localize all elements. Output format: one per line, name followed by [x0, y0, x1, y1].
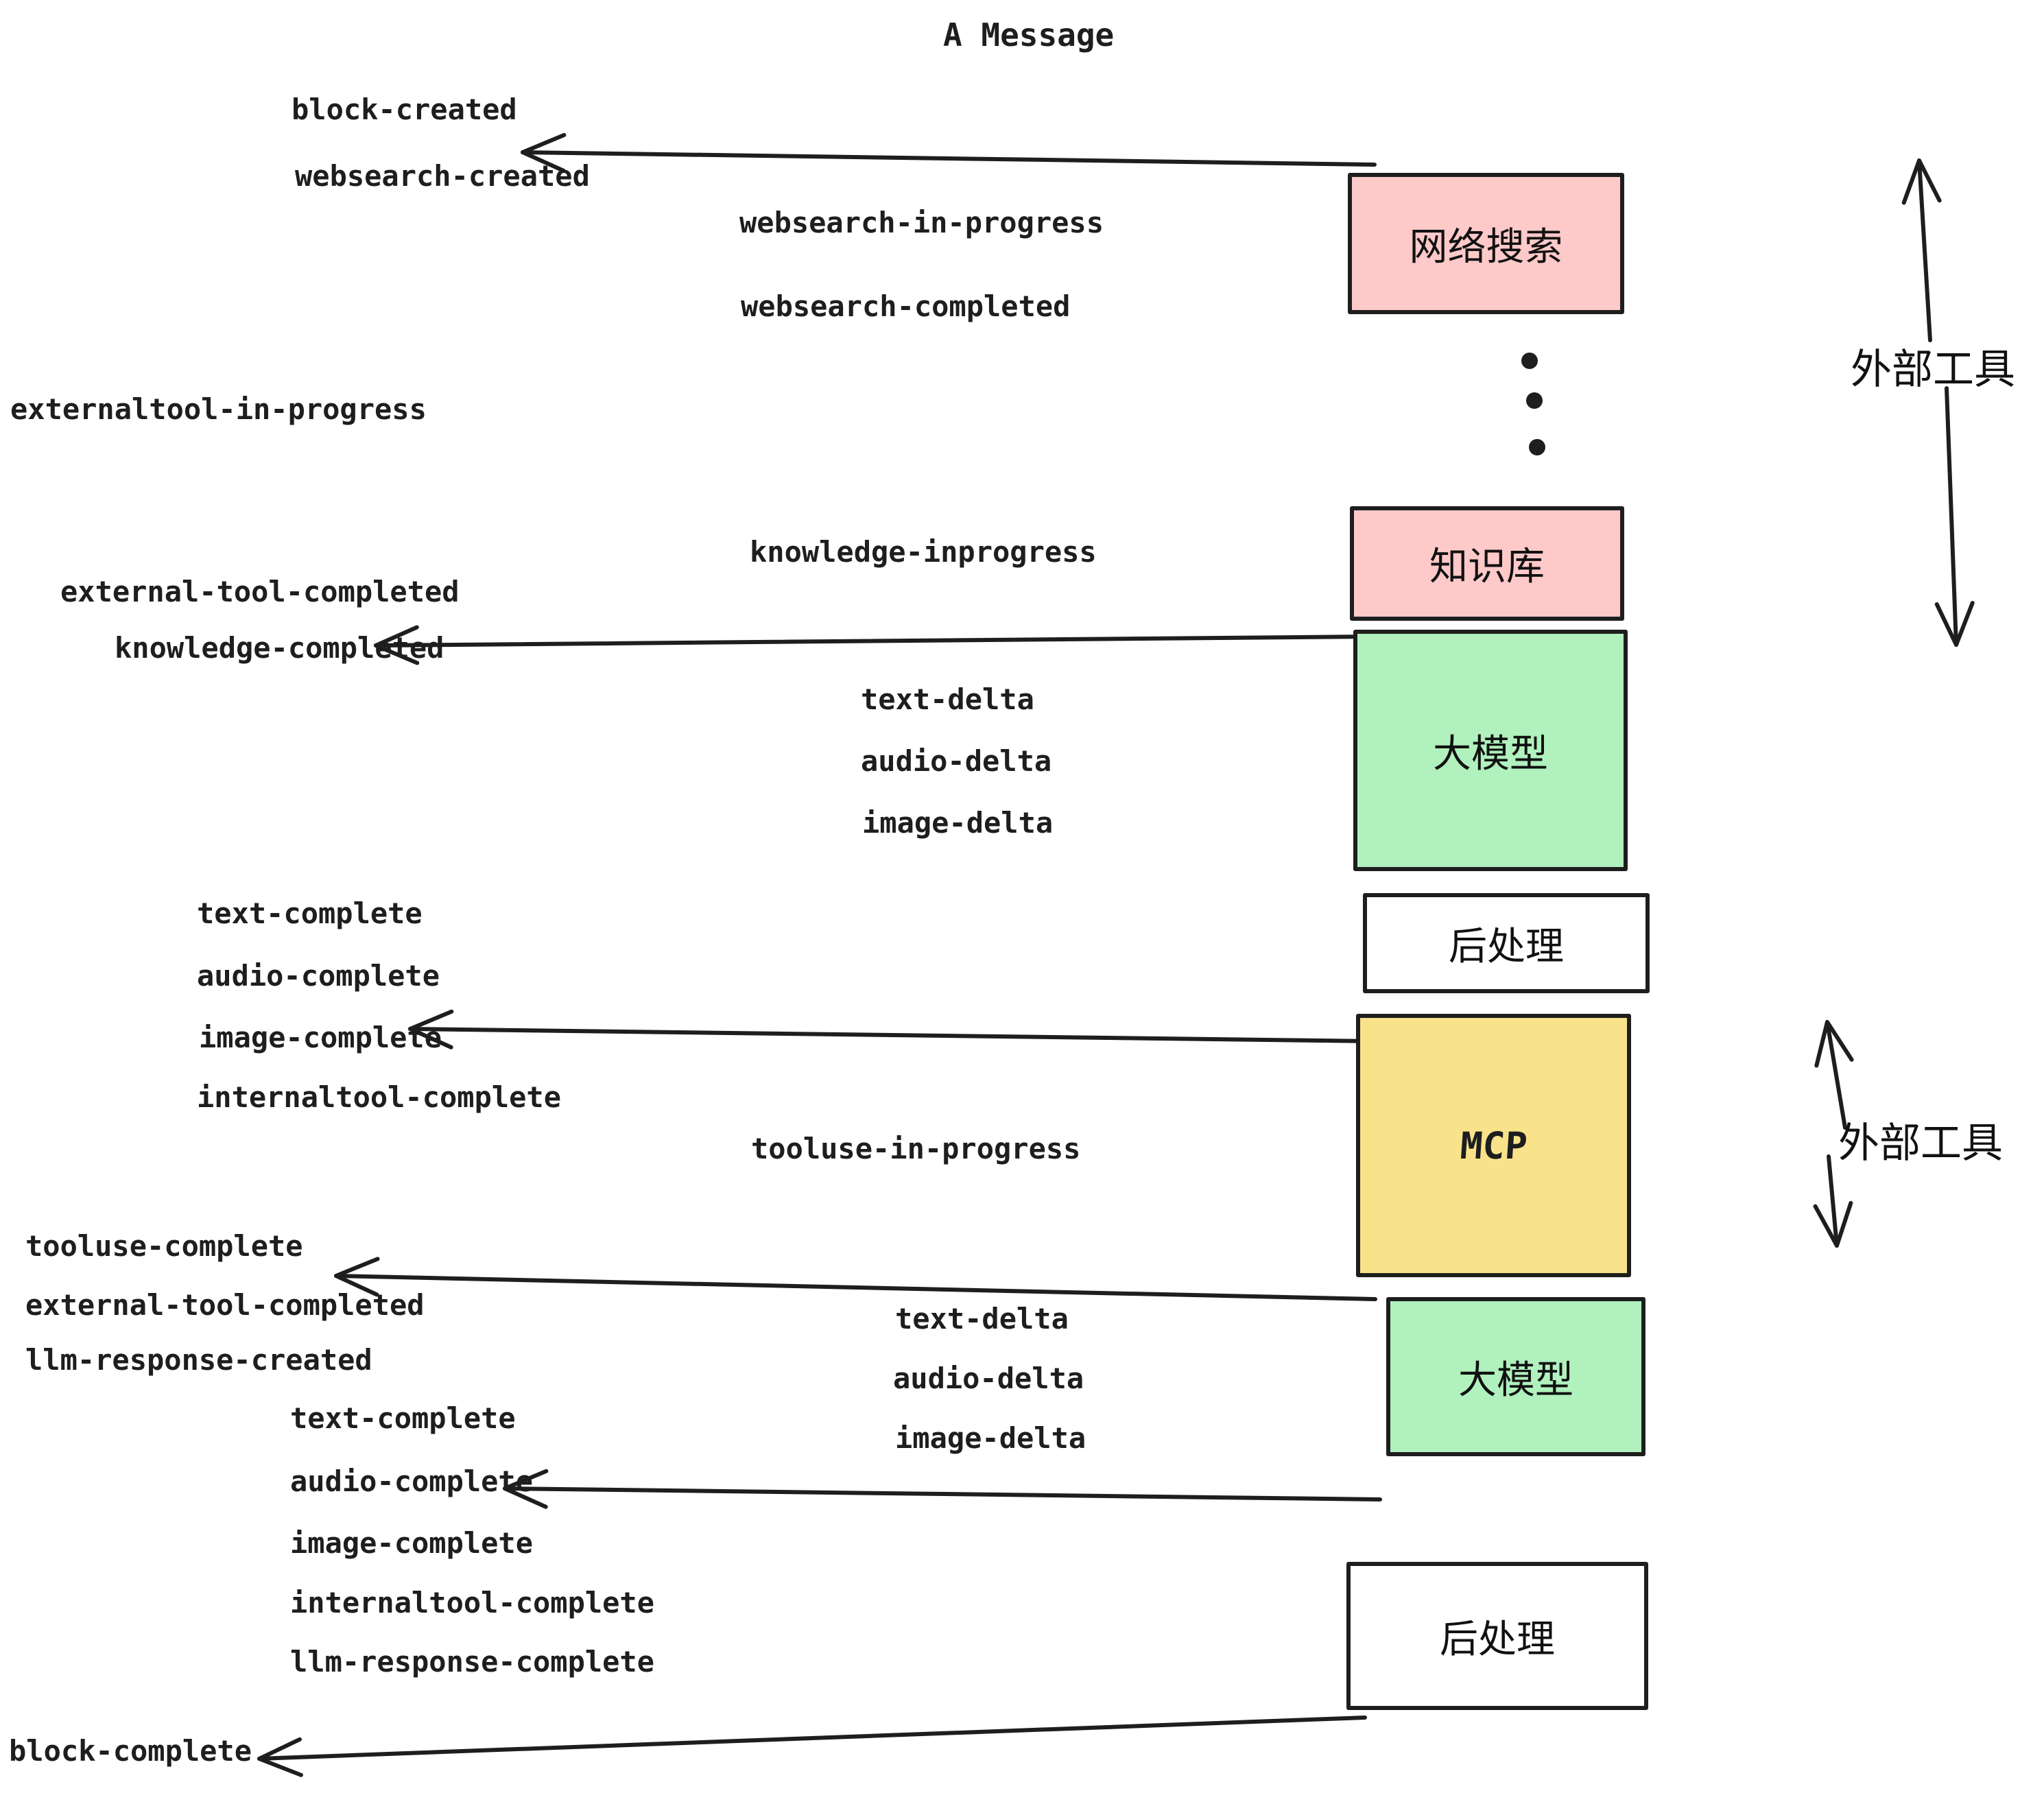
- event-external-tool-completed-2: external-tool-completed: [25, 1288, 425, 1322]
- event-websearch-created: websearch-created: [295, 159, 590, 193]
- event-image-complete-2: image-complete: [290, 1526, 534, 1560]
- arrow-external-tools-up-2: [1814, 1020, 1854, 1130]
- event-websearch-in-progress: websearch-in-progress: [739, 206, 1104, 239]
- event-llm-response-created: llm-response-created: [25, 1343, 372, 1377]
- arrow-tooluse-complete: [334, 1257, 1377, 1301]
- node-post-2-label: 后处理: [1440, 1617, 1555, 1662]
- event-image-complete-1: image-complete: [199, 1021, 442, 1054]
- node-knowledge-label: 知识库: [1429, 545, 1545, 589]
- arrow-external-tools-up-1: [1901, 158, 1942, 342]
- event-block-complete: block-complete: [9, 1734, 252, 1768]
- node-mcp: MCP: [1356, 1014, 1631, 1277]
- node-post-2: 后处理: [1346, 1562, 1648, 1710]
- event-internaltool-complete-2: internaltool-complete: [290, 1586, 655, 1619]
- ellipsis-dots: [1521, 353, 1545, 455]
- node-llm-2: 大模型: [1386, 1297, 1645, 1456]
- event-text-complete-2: text-complete: [290, 1401, 516, 1435]
- arrow-external-tools-down-1: [1934, 386, 1975, 647]
- event-text-delta-1: text-delta: [861, 683, 1034, 716]
- node-websearch-label: 网络搜索: [1409, 224, 1563, 270]
- event-audio-complete-2: audio-complete: [290, 1464, 534, 1498]
- node-llm-1: 大模型: [1353, 630, 1628, 871]
- event-block-created: block-created: [292, 93, 517, 126]
- arrow-block-complete: [257, 1716, 1367, 1777]
- event-websearch-completed: websearch-completed: [741, 289, 1071, 323]
- side-label-external-tools-1: 外部工具: [1851, 346, 2015, 394]
- arrow-websearch-created: [521, 132, 1377, 173]
- event-internaltool-complete-1: internaltool-complete: [197, 1080, 562, 1114]
- side-label-external-tools-2: 外部工具: [1838, 1119, 2003, 1167]
- diagram-title: A Message: [943, 16, 1115, 54]
- arrow-image-complete: [408, 1009, 1377, 1049]
- event-image-delta-1: image-delta: [862, 806, 1054, 840]
- event-text-complete-1: text-complete: [197, 897, 423, 930]
- node-llm-2-label: 大模型: [1458, 1357, 1573, 1403]
- node-post-1-label: 后处理: [1449, 924, 1564, 969]
- event-llm-response-complete: llm-response-complete: [290, 1645, 655, 1678]
- event-audio-delta-1: audio-delta: [861, 744, 1052, 778]
- arrow-external-tools-down-2: [1813, 1154, 1853, 1248]
- event-tooluse-in-progress: tooluse-in-progress: [751, 1132, 1081, 1165]
- event-text-delta-2: text-delta: [895, 1302, 1069, 1336]
- event-externaltool-in-progress: externaltool-in-progress: [10, 392, 427, 426]
- event-audio-complete-1: audio-complete: [197, 959, 440, 993]
- node-post-1: 后处理: [1363, 893, 1650, 993]
- node-llm-1-label: 大模型: [1433, 731, 1548, 776]
- node-knowledge: 知识库: [1350, 506, 1624, 621]
- event-knowledge-completed: knowledge-completed: [115, 631, 444, 665]
- event-audio-delta-2: audio-delta: [893, 1362, 1084, 1395]
- arrow-audio-complete: [503, 1469, 1382, 1509]
- event-image-delta-2: image-delta: [895, 1421, 1086, 1455]
- event-external-tool-completed-1: external-tool-completed: [60, 575, 460, 608]
- node-mcp-label: MCP: [1458, 1124, 1529, 1167]
- arrow-knowledge-completed: [374, 625, 1374, 665]
- event-tooluse-complete: tooluse-complete: [25, 1229, 303, 1263]
- event-knowledge-inprogress: knowledge-inprogress: [750, 535, 1097, 569]
- node-websearch: 网络搜索: [1348, 173, 1624, 314]
